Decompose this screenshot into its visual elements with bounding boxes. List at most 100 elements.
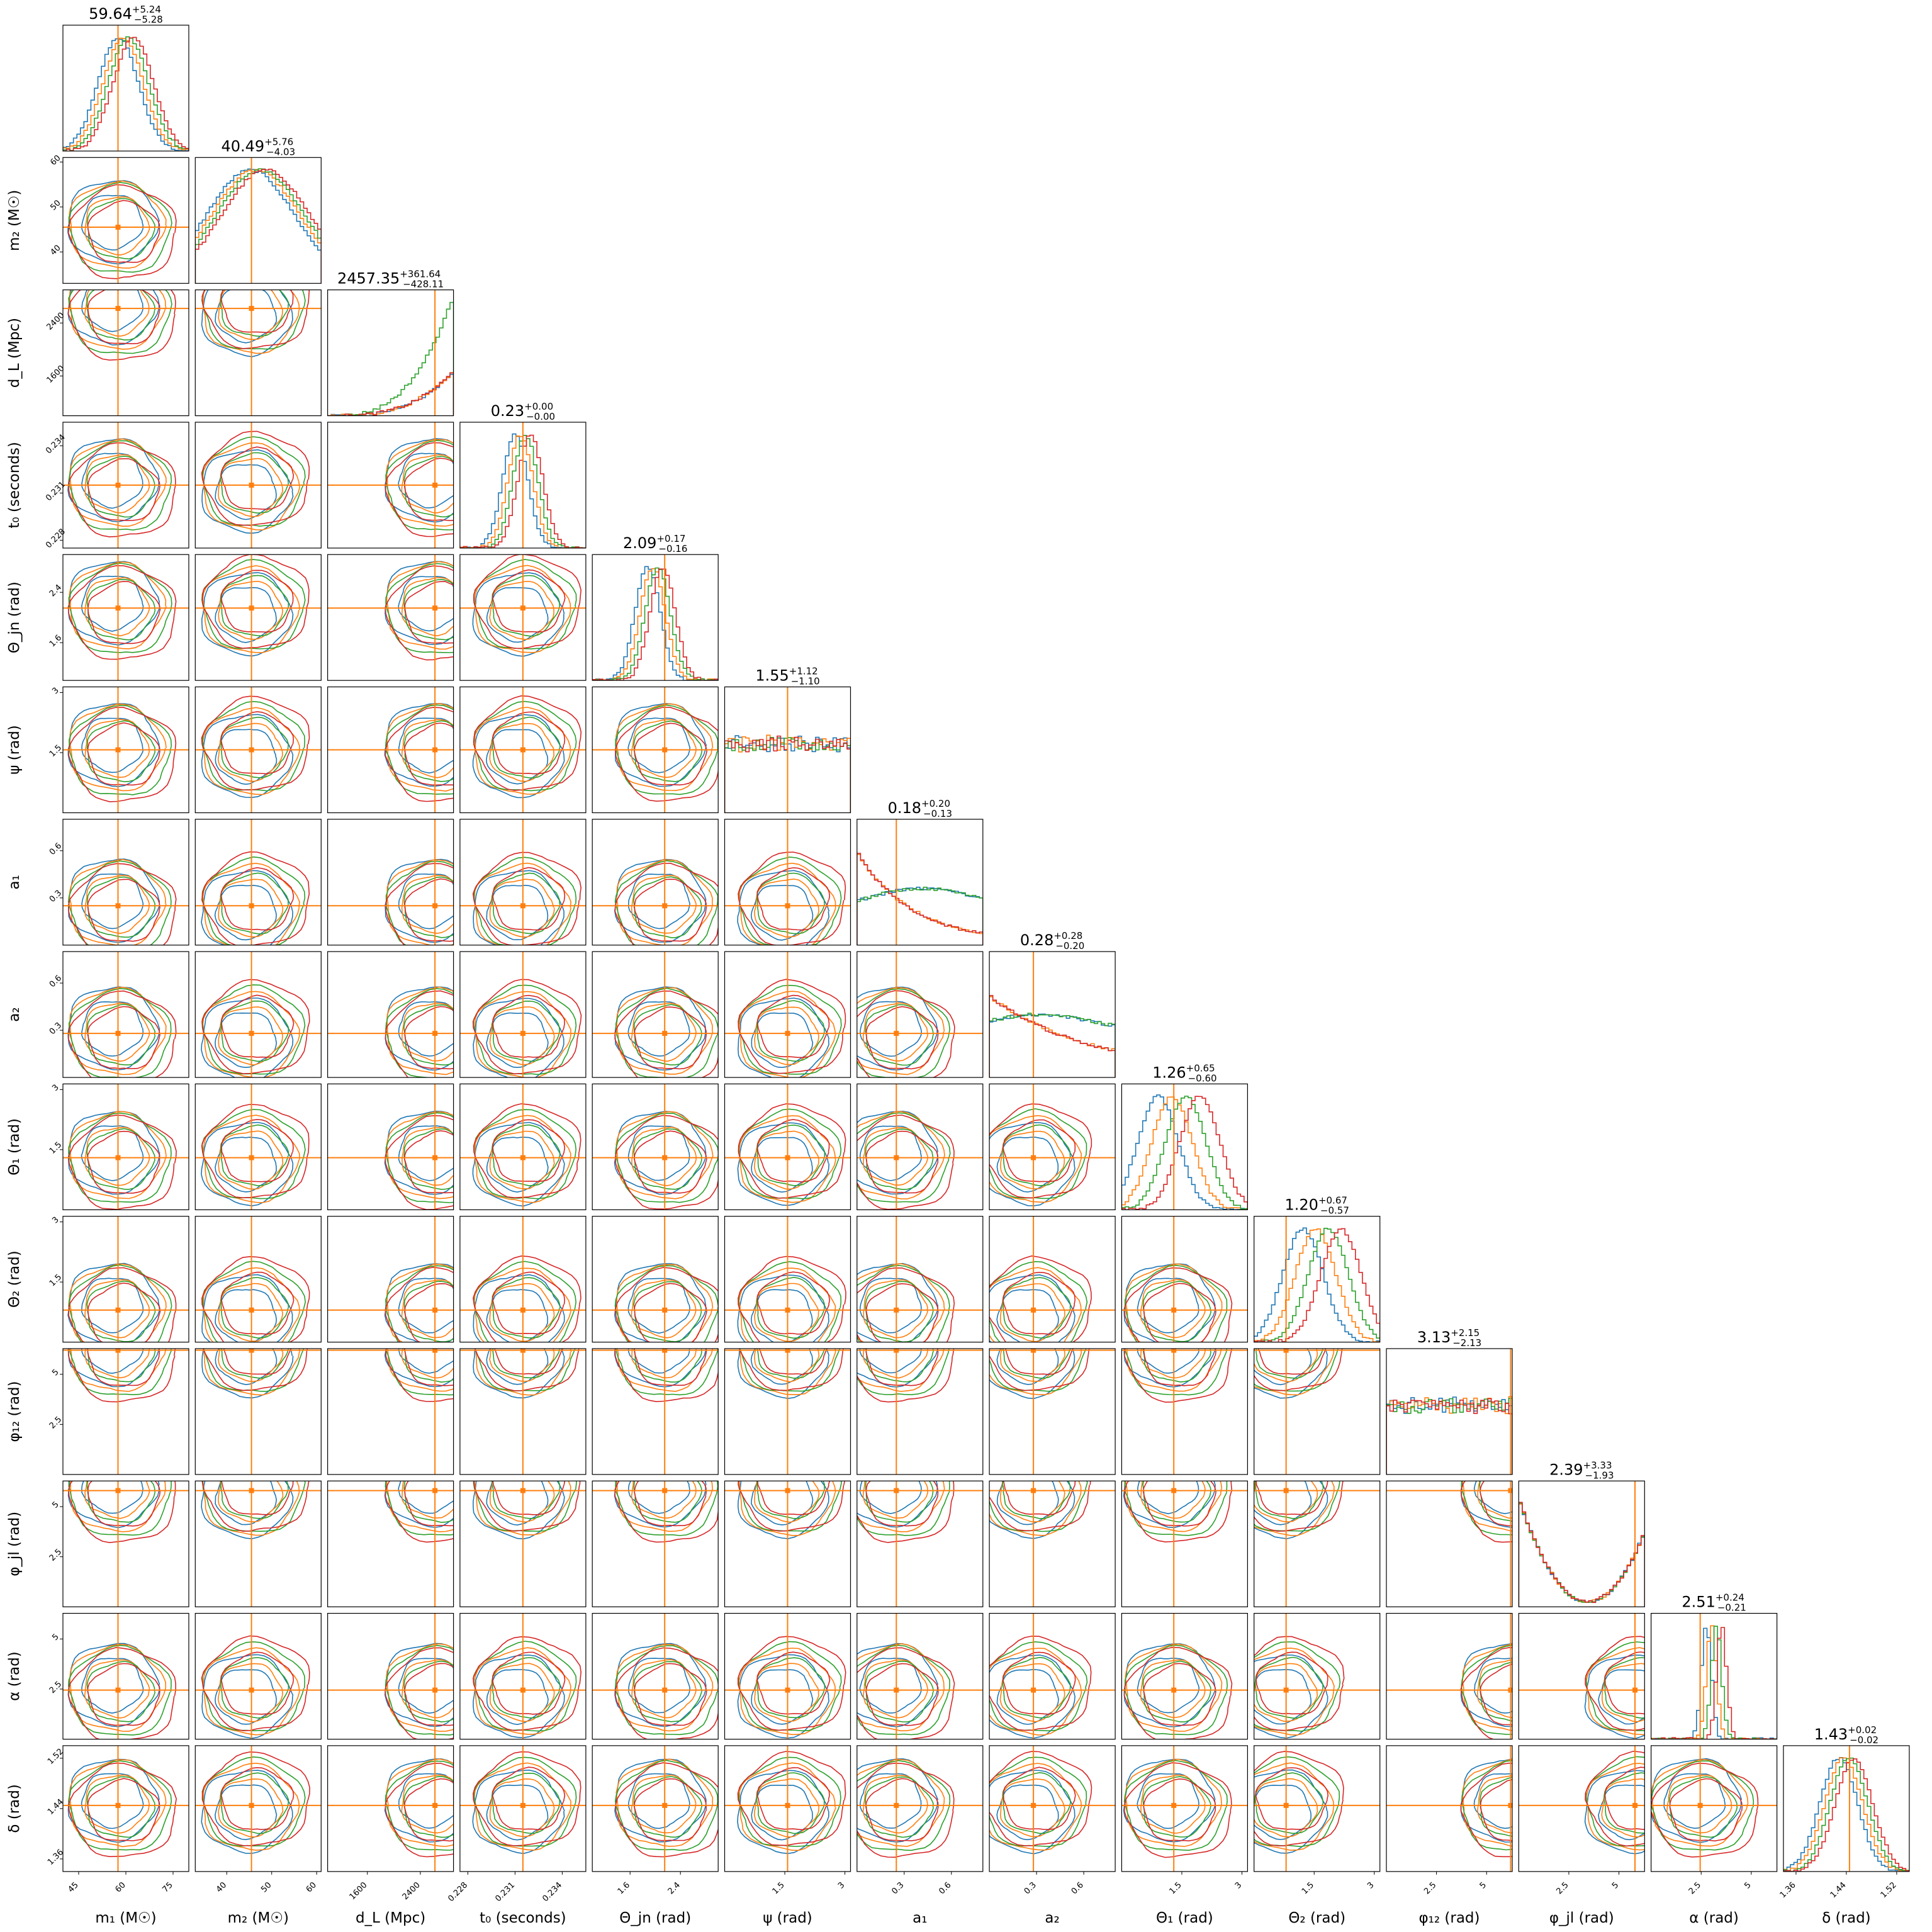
panel-frame bbox=[62, 1613, 189, 1740]
panel-frame bbox=[327, 1745, 454, 1872]
panel-frame bbox=[1121, 1083, 1249, 1211]
contour-series-0 bbox=[627, 1001, 690, 1057]
truth-marker bbox=[432, 1031, 438, 1036]
title-value: 3.13 bbox=[1417, 1328, 1451, 1346]
contour-series-1 bbox=[84, 576, 150, 637]
contour-series-2 bbox=[491, 1481, 561, 1519]
contour-series-3 bbox=[1123, 1349, 1232, 1403]
panel-frame bbox=[327, 1348, 454, 1475]
contour-series-1 bbox=[1000, 1130, 1065, 1189]
contour-panel-a2-phijl bbox=[989, 1480, 1116, 1607]
panel-content bbox=[724, 1084, 851, 1210]
y-tick-label: 3 bbox=[50, 1083, 60, 1093]
panel-frame bbox=[592, 1083, 719, 1211]
panel-frame bbox=[592, 1348, 719, 1475]
truth-marker bbox=[785, 1687, 790, 1693]
histogram-series-3 bbox=[1783, 1758, 1909, 1872]
contour-panel-t0-a1 bbox=[459, 819, 587, 946]
contour-series-1 bbox=[386, 1643, 454, 1732]
contour-panel-m1-alpha: 2.55 bbox=[48, 1613, 189, 1740]
y-tick-label: 0.234 bbox=[44, 432, 67, 456]
contour-panel-dL-psi bbox=[327, 686, 454, 814]
contour-series-2 bbox=[865, 1004, 935, 1066]
contour-series-1 bbox=[631, 1003, 697, 1062]
contour-series-1 bbox=[386, 859, 454, 945]
x-tick-label: 45 bbox=[67, 1880, 81, 1894]
contour-series-2 bbox=[86, 1661, 156, 1722]
contour-series-0 bbox=[398, 576, 454, 632]
x-tick-label: 2400 bbox=[401, 1880, 422, 1902]
contour-series-2 bbox=[1003, 1349, 1071, 1379]
contour-series-3 bbox=[473, 1255, 581, 1342]
contour-series-0 bbox=[81, 1658, 144, 1714]
contour-series-1 bbox=[989, 1115, 1082, 1203]
truth-marker bbox=[662, 1687, 668, 1693]
contour-series-2 bbox=[68, 1264, 172, 1342]
title-plus: +0.17 bbox=[656, 533, 685, 544]
contour-series-3 bbox=[475, 1349, 580, 1391]
contour-series-1 bbox=[218, 1006, 283, 1066]
contour-series-2 bbox=[491, 1124, 561, 1187]
contour-series-1 bbox=[84, 454, 150, 514]
panel-frame bbox=[592, 1613, 719, 1740]
contour-series-2 bbox=[220, 1124, 289, 1187]
contour-series-0 bbox=[1473, 1773, 1512, 1829]
panel-frame bbox=[194, 819, 322, 946]
title-plus: +0.67 bbox=[1318, 1195, 1347, 1206]
contour-panel-a1-theta1 bbox=[856, 1083, 984, 1211]
truth-marker bbox=[432, 1155, 438, 1160]
truth-marker bbox=[115, 306, 121, 312]
truth-marker bbox=[1171, 1687, 1177, 1693]
contour-series-2 bbox=[220, 575, 289, 637]
truth-marker bbox=[785, 903, 790, 909]
x-tick-label: 2.5 bbox=[1422, 1880, 1438, 1896]
truth-marker bbox=[1632, 1802, 1638, 1808]
panel-frame bbox=[1518, 1480, 1645, 1607]
truth-marker bbox=[249, 1802, 254, 1808]
x-axis-label-psi: ψ (rad) bbox=[763, 1910, 812, 1926]
truth-marker bbox=[520, 903, 525, 909]
contour-series-1 bbox=[69, 1111, 167, 1199]
contour-series-3 bbox=[87, 722, 160, 786]
truth-marker bbox=[249, 482, 254, 488]
contour-series-2 bbox=[1124, 1481, 1228, 1536]
contour-series-1 bbox=[616, 1264, 714, 1342]
contour-series-1 bbox=[218, 1481, 284, 1523]
y-axis-label-theta1: Θ₁ (rad) bbox=[6, 1118, 23, 1176]
contour-series-3 bbox=[87, 581, 161, 644]
title-value: 0.23 bbox=[491, 402, 524, 420]
truth-marker bbox=[115, 1349, 121, 1353]
histogram-series-1 bbox=[1121, 1096, 1248, 1210]
contour-series-3 bbox=[87, 1663, 160, 1726]
contour-series-0 bbox=[81, 1349, 144, 1374]
x-tick-label: 2.5 bbox=[1555, 1880, 1571, 1896]
truth-marker bbox=[432, 903, 438, 909]
y-tick-label: 3 bbox=[50, 1215, 60, 1225]
contour-series-1 bbox=[69, 180, 167, 269]
contour-panel-psi-a2 bbox=[724, 951, 851, 1078]
title-value: 59.64 bbox=[89, 5, 132, 23]
contour-series-3 bbox=[385, 1481, 454, 1543]
panel-content bbox=[724, 1745, 851, 1872]
title-plus: +0.28 bbox=[1053, 930, 1082, 941]
contour-series-1 bbox=[386, 1481, 454, 1532]
x-tick-label: 0.228 bbox=[446, 1880, 469, 1904]
contour-series-0 bbox=[215, 1669, 277, 1725]
title-value: 2.09 bbox=[623, 534, 656, 552]
contour-series-2 bbox=[1142, 1660, 1211, 1723]
contour-panel-t0-thetajn bbox=[459, 554, 587, 681]
histogram-series-3 bbox=[63, 37, 189, 151]
contour-series-3 bbox=[220, 446, 295, 510]
contour-series-3 bbox=[385, 442, 454, 537]
contour-panel-m1-a2: 0.30.6 bbox=[48, 951, 189, 1078]
contour-series-2 bbox=[1254, 1641, 1341, 1732]
histogram-series-3 bbox=[989, 995, 1116, 1078]
contour-series-1 bbox=[1254, 1648, 1335, 1736]
contour-series-1 bbox=[1585, 1647, 1645, 1736]
contour-series-0 bbox=[81, 289, 143, 332]
contour-series-3 bbox=[221, 1481, 294, 1515]
panel-frame bbox=[459, 1745, 587, 1872]
contour-series-1 bbox=[218, 1283, 283, 1342]
contour-panel-t0-psi bbox=[459, 686, 587, 814]
